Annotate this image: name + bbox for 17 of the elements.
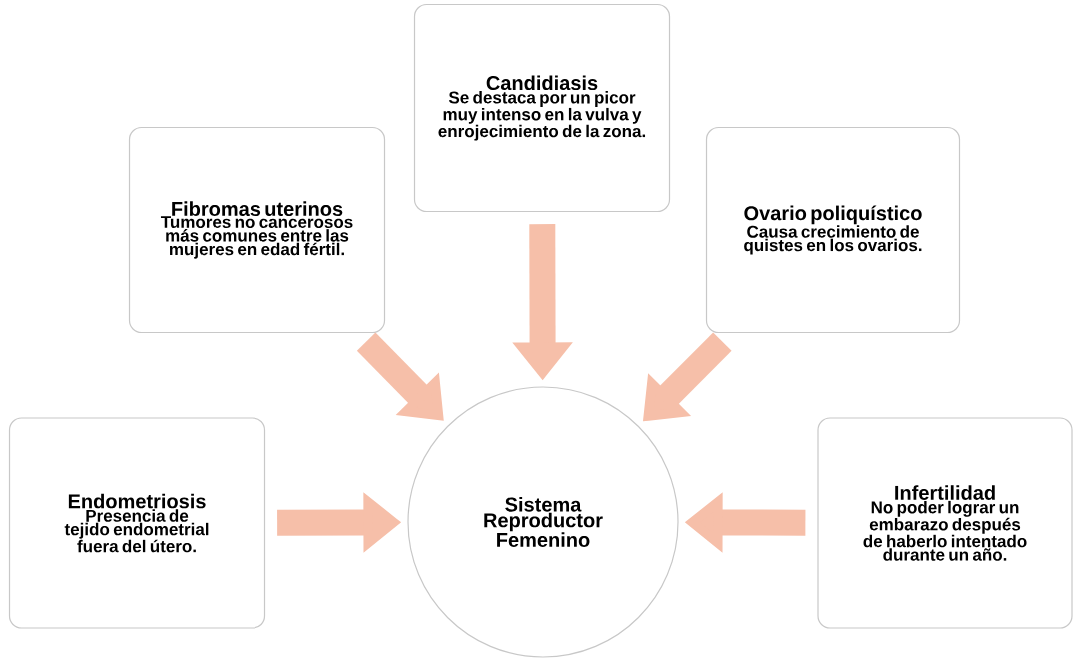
node-description: Presencia de tejido endometrial fuera del útero. — [64, 509, 209, 553]
circle-node — [407, 386, 679, 658]
node-description: Se destaca por un picor muy intenso en la vulva y enrojecimiento de la zona. — [438, 91, 646, 141]
text-box — [817, 417, 1073, 629]
node-heading: Infertilidad — [895, 485, 995, 500]
node-description: No poder lograr un embarazo después de haberlo intentado durante un año. — [863, 500, 1027, 561]
node-heading: Endometriosis — [68, 493, 206, 509]
text-box — [413, 3, 671, 213]
text-box — [705, 126, 961, 334]
text-box — [8, 417, 266, 629]
node-heading: Sistema Reproductor Femenino — [484, 497, 603, 547]
node-description: Causa crecimiento de quistes en los ovarios. — [744, 225, 922, 255]
node-heading: Candidiasis — [486, 75, 598, 91]
node-heading: Ovario poliquístico — [744, 205, 922, 225]
text-box — [128, 126, 386, 334]
node-heading: Fibromas uterinos — [172, 201, 343, 217]
node-description: Tumores no cancerosos más comunes entre las mujeres en edad fértil. — [160, 216, 353, 259]
